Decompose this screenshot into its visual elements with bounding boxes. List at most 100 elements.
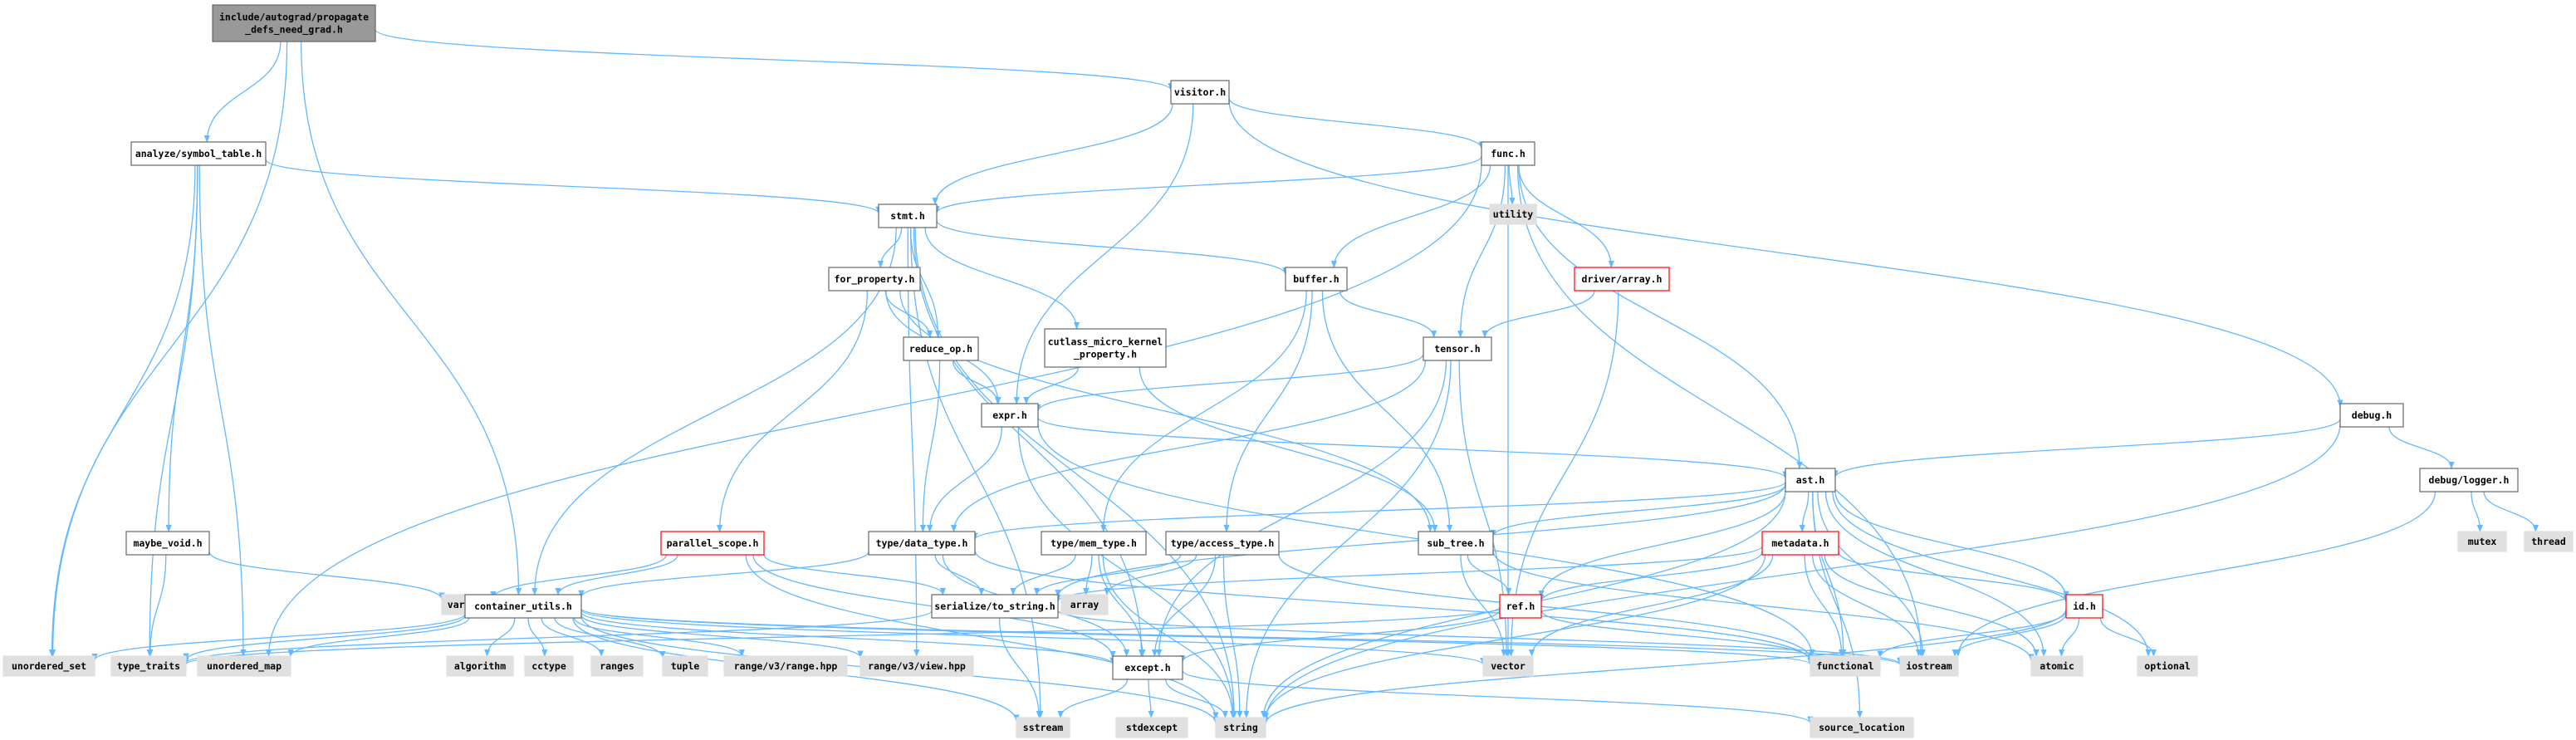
edge-for_property-to-parallel_scope: [716, 290, 869, 532]
node-label: ast.h: [1796, 474, 1825, 486]
edge-access_type-to-serialize: [1033, 554, 1182, 595]
node-box: [662, 655, 708, 677]
edge-debug_logger-to-thread: [2483, 491, 2539, 532]
edge-buffer-to-sub_tree: [1321, 290, 1453, 532]
node-container_utils[interactable]: container_utils.h: [464, 594, 582, 619]
edge-sub_tree-to-atomic: [1492, 551, 2035, 662]
node-label: expr.h: [992, 409, 1027, 421]
edge-mem_type-to-serialize: [1010, 554, 1076, 595]
node-parallel_scope[interactable]: parallel_scope.h: [660, 531, 765, 556]
node-label: serialize/to_string.h: [934, 600, 1055, 613]
edge-ref-to-functional: [1540, 610, 1814, 661]
node-visitor[interactable]: visitor.h: [1170, 80, 1230, 105]
node-box: [464, 594, 582, 619]
edge-ast-to-ref: [1538, 491, 1786, 599]
edge-container_utils-to-except: [580, 611, 1116, 665]
node-stmt[interactable]: stmt.h: [878, 203, 938, 228]
edge-analyze-to-unordered_map: [198, 164, 247, 657]
edge-stmt-to-range_v3_view: [907, 227, 920, 657]
node-access_type[interactable]: type/access_type.h: [1165, 531, 1280, 556]
edge-ast-to-atomic: [1824, 491, 2047, 657]
node-driver_array[interactable]: driver/array.h: [1574, 267, 1670, 292]
edge-stmt-to-buffer: [936, 220, 1289, 276]
node-label: reduce_op.h: [909, 343, 972, 355]
edge-data_type-to-serialize: [934, 554, 985, 595]
node-thread: thread: [2524, 531, 2574, 552]
node-label: type_traits: [117, 660, 180, 673]
node-metadata[interactable]: metadata.h: [1761, 531, 1839, 556]
node-serialize[interactable]: serialize/to_string.h: [931, 594, 1059, 619]
edge-id-to-functional: [1877, 610, 2067, 659]
node-sub_tree[interactable]: sub_tree.h: [1418, 531, 1494, 556]
edge-id-to-atomic: [2058, 617, 2080, 657]
node-maybe_void[interactable]: maybe_void.h: [125, 531, 210, 556]
edge-buffer-to-tensor: [1339, 290, 1437, 338]
edge-root-to-container_utils: [301, 41, 522, 595]
node-box: [1285, 267, 1348, 292]
node-box: [859, 655, 974, 677]
edge-visitor-to-debug: [1228, 100, 2343, 408]
node-reduce_op[interactable]: reduce_op.h: [903, 336, 979, 361]
node-expr[interactable]: expr.h: [981, 403, 1039, 428]
edge-debug_logger-to-iostream: [1955, 491, 2436, 657]
edge-container_utils-to-tuple: [554, 617, 666, 659]
node-analyze[interactable]: analyze/symbol_table.h: [130, 141, 267, 166]
edge-stmt-to-except: [913, 227, 1145, 657]
node-label: atomic: [2040, 660, 2074, 672]
node-label: sstream: [1023, 722, 1064, 733]
edge-analyze-to-maybe_void: [165, 164, 198, 532]
edge-data_type-to-functional: [974, 550, 1814, 663]
node-box: [590, 655, 644, 677]
node-vector: vector: [1482, 655, 1534, 677]
edge-id-to-optional: [2099, 617, 2157, 657]
edge-metadata-to-ref: [1538, 551, 1763, 603]
edge-metadata-to-vector: [1528, 554, 1774, 657]
node-debug[interactable]: debug.h: [2339, 403, 2404, 428]
node-debug_logger[interactable]: debug/logger.h: [2419, 468, 2519, 493]
node-label: parallel_scope.h: [667, 537, 759, 550]
node-box: [1574, 267, 1670, 292]
node-box: [1482, 655, 1534, 677]
node-ast[interactable]: ast.h: [1785, 468, 1836, 493]
edge-container_utils-to-range_v3_view: [580, 615, 864, 659]
edge-tensor-to-except: [1155, 360, 1447, 657]
node-box: [1899, 655, 1959, 677]
node-root[interactable]: include/autograd/propagate_defs_need_gra…: [212, 4, 376, 42]
node-box: [903, 336, 979, 361]
node-label: source_location: [1819, 722, 1905, 734]
node-func[interactable]: func.h: [1481, 141, 1535, 166]
node-cutlass[interactable]: cutlass_micro_kernel_property.h: [1044, 328, 1167, 368]
edge-cutlass-to-expr: [1023, 366, 1079, 404]
edge-maybe_void-to-variant: [208, 551, 445, 600]
node-box: [212, 4, 376, 42]
nodes-layer: include/autograd/propagate_defs_need_gra…: [2, 4, 2574, 738]
edge-id-to-iostream: [1952, 613, 2067, 657]
edge-debug-to-string: [1262, 424, 2341, 722]
edge-for_property-to-sub_tree: [899, 290, 1433, 532]
node-atomic: atomic: [2030, 655, 2084, 677]
node-except[interactable]: except.h: [1112, 655, 1183, 680]
edge-stmt-to-cutlass: [924, 227, 1080, 330]
edge-parallel_scope-to-container_utils: [555, 554, 678, 595]
node-tensor[interactable]: tensor.h: [1423, 336, 1492, 361]
node-for_property[interactable]: for_property.h: [828, 267, 921, 292]
node-data_type[interactable]: type/data_type.h: [868, 531, 976, 556]
edge-analyze-to-type_traits: [146, 164, 198, 657]
edge-container_utils-to-vector: [580, 609, 1486, 666]
node-label: thread: [2531, 536, 2566, 547]
edge-except-to-stdexcept: [1148, 679, 1154, 718]
edge-driver_array-to-vector: [1507, 290, 1619, 657]
edge-ast-to-id: [1834, 491, 2069, 599]
node-source_location: source_location: [1810, 717, 1914, 738]
node-ref[interactable]: ref.h: [1499, 594, 1542, 619]
edge-metadata-to-id: [1838, 551, 2069, 604]
node-mem_type[interactable]: type/mem_type.h: [1041, 531, 1147, 556]
node-label: range/v3/range.hpp: [734, 660, 838, 672]
node-label: vector: [1491, 660, 1526, 672]
edges-layer: [48, 28, 2539, 725]
node-type_traits: type_traits: [110, 655, 187, 677]
node-id[interactable]: id.h: [2065, 594, 2103, 619]
edge-buffer-to-mem_type: [1100, 290, 1307, 532]
node-box: [2339, 403, 2404, 428]
node-buffer[interactable]: buffer.h: [1285, 267, 1348, 292]
